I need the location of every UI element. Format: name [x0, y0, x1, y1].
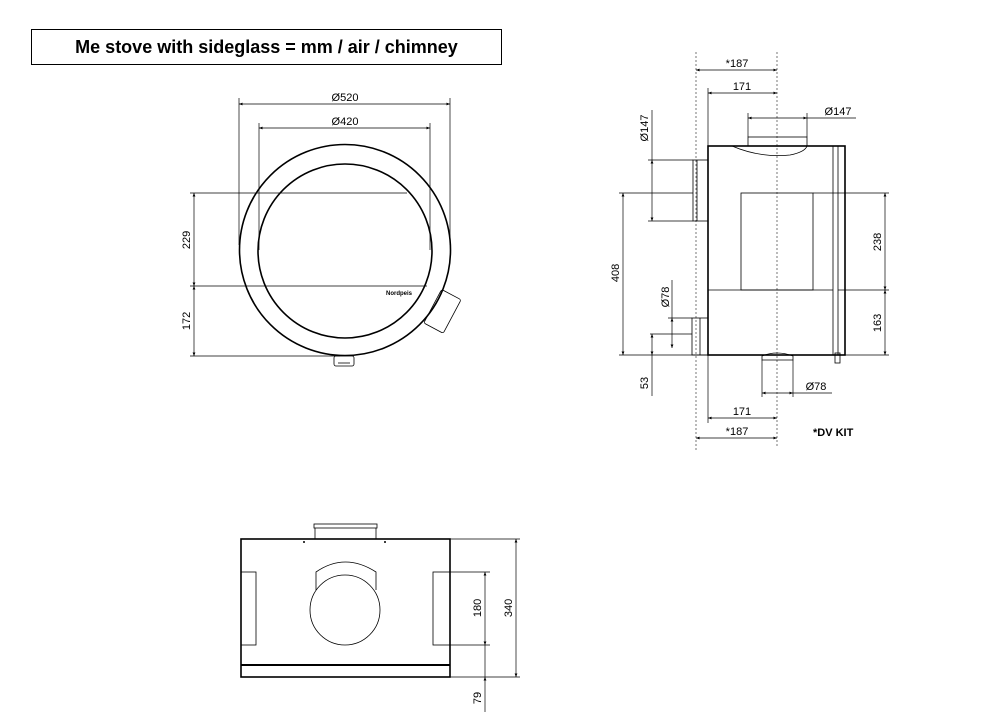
- dim-53: 53: [639, 377, 651, 389]
- dim-lower-height: 172: [181, 312, 193, 330]
- drawing-title: Me stove with sideglass = mm / air / chi…: [31, 29, 502, 65]
- stove-body: [707, 145, 846, 356]
- dv-kit-note: *DV KIT: [813, 427, 854, 439]
- dim-163: 163: [872, 314, 884, 332]
- flue-opening: [309, 574, 381, 646]
- stove-outer-ring: [238, 143, 452, 357]
- dim-180: 180: [472, 599, 484, 617]
- dim-top-187: *187: [726, 58, 749, 70]
- dim-79: 79: [472, 692, 484, 704]
- flue-collar: [313, 523, 378, 529]
- right-handle-slot: [432, 571, 451, 646]
- dim-408: 408: [610, 264, 622, 282]
- dim-upper-height: 229: [181, 231, 193, 249]
- bottom-air-inlet: [761, 352, 794, 361]
- brand-logo: Nordpeis: [386, 291, 413, 297]
- dim-238: 238: [872, 233, 884, 251]
- stove-body-top: [240, 538, 451, 678]
- side-air-control: [424, 289, 461, 333]
- dim-top-171: 171: [733, 81, 751, 93]
- front-view: Nordpeis Ø520 Ø420 229 172: [181, 92, 461, 367]
- rear-flue-outlet: [692, 159, 709, 222]
- dim-bottom-187: *187: [726, 426, 749, 438]
- side-view: *187 171 Ø147 Ø147 408 Ø78 53 238 163: [610, 52, 889, 450]
- dim-340: 340: [503, 599, 515, 617]
- dim-rear-pipe: Ø147: [639, 115, 651, 142]
- dim-bottom-171: 171: [733, 406, 751, 418]
- dim-outer-diameter: Ø520: [332, 92, 359, 104]
- top-view: 180 340 79: [240, 523, 520, 712]
- dim-inner-diameter: Ø420: [332, 116, 359, 128]
- top-flue-outlet: [747, 136, 808, 147]
- dim-rear-air: Ø78: [660, 287, 672, 308]
- dim-bottom-air: Ø78: [806, 381, 827, 393]
- front-handle: [333, 355, 355, 367]
- left-handle-slot: [240, 571, 257, 646]
- dim-top-pipe: Ø147: [825, 106, 852, 118]
- stove-door-glass: [257, 163, 433, 339]
